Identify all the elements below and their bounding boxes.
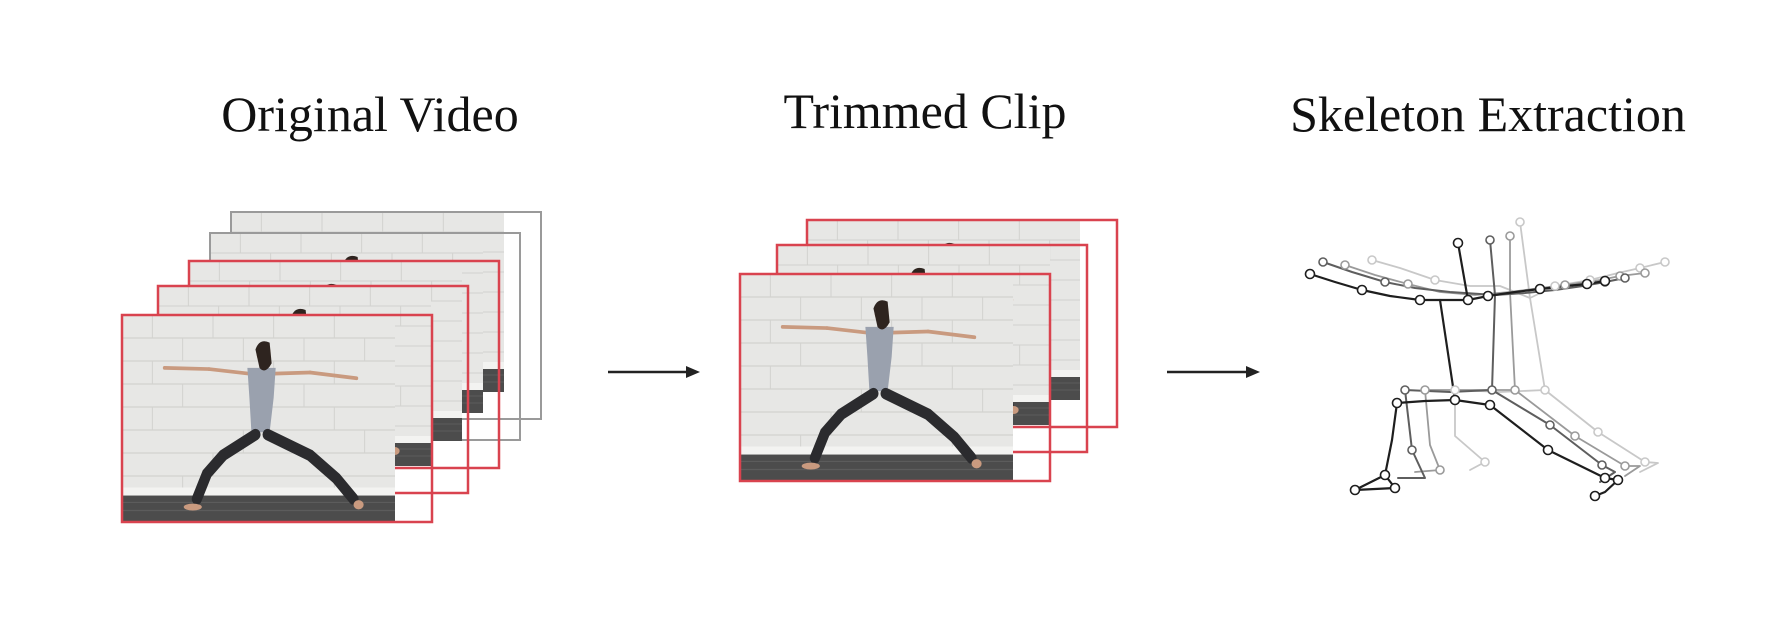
right-arrow-icon	[608, 366, 700, 378]
original-frame-1	[122, 315, 434, 522]
right-arrow-icon	[1167, 366, 1260, 378]
trimmed-clip-title: Trimmed Clip	[784, 83, 1067, 139]
skeleton-2	[1322, 239, 1626, 483]
skeleton-extraction	[1304, 217, 1670, 502]
skeleton-1	[1308, 241, 1620, 498]
skeleton-3	[1344, 235, 1646, 477]
trimmed-clip-stack	[740, 220, 1119, 481]
trimmed-frame-1	[740, 274, 1052, 481]
circle-joint-icon	[1304, 217, 1670, 502]
skeleton-4	[1371, 221, 1666, 473]
original-video-title: Original Video	[221, 86, 518, 142]
original-video-stack	[122, 212, 542, 522]
skeleton-extraction-title: Skeleton Extraction	[1290, 86, 1686, 142]
